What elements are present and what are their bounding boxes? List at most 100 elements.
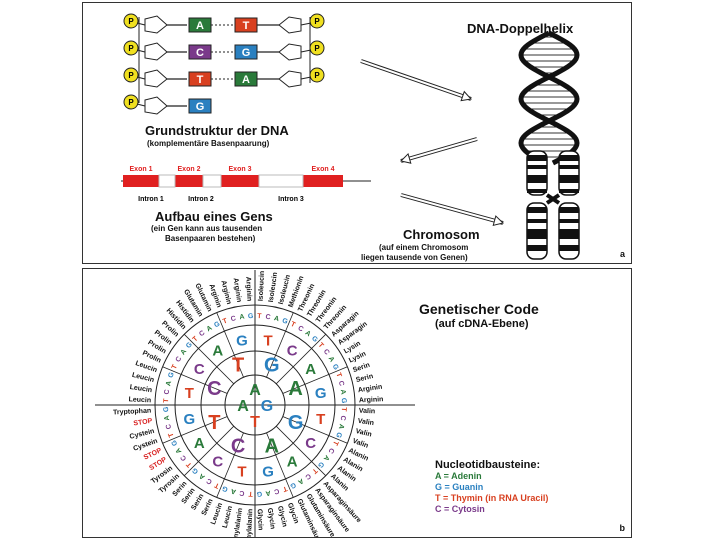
amino-acid-label: Arginin: [232, 278, 243, 303]
legend-item: G = Guanin: [435, 482, 548, 493]
intron-label: Intron 3: [278, 196, 304, 203]
chromosome-band: [527, 245, 547, 251]
wheel-base-letter: C: [231, 436, 245, 458]
exon-label: Exon 1: [130, 166, 153, 173]
amino-acid-label: Phenylalanin: [245, 509, 254, 537]
wheel-ring-letter: G: [262, 464, 274, 481]
wheel-codon-letter: A: [297, 477, 305, 486]
panel-letter-b: b: [620, 523, 626, 533]
chromosome-band: [527, 229, 547, 239]
wheel-codon-letter: C: [304, 472, 312, 481]
code-title: Genetischer Code: [419, 301, 539, 317]
base-left-letter: G: [196, 101, 205, 113]
gene-subtitle-2: Basenpaaren bestehen): [165, 234, 255, 244]
exon-block: [175, 175, 203, 187]
chromosome-band: [527, 175, 547, 183]
wheel-codon-letter: T: [213, 481, 221, 489]
wheel-codon-letter: G: [191, 466, 200, 475]
amino-acid-label: Leucin: [131, 372, 155, 384]
legend-title: Nucleotidbausteine:: [435, 459, 548, 471]
base-right-letter: A: [242, 74, 250, 86]
arrow-to-helix-inner: [361, 61, 471, 99]
wheel-codon-letter: T: [289, 321, 297, 329]
chromosome-band: [559, 245, 579, 251]
sugar-right-shape: [279, 17, 301, 33]
phosphate-bond: [137, 23, 145, 25]
wheel-ring-letter: T: [185, 385, 194, 402]
phosphate-bond: [137, 104, 145, 106]
amino-acid-label: Isoleucin: [268, 272, 279, 303]
gene-subtitle-1: (ein Gen kann aus tausenden: [151, 224, 262, 234]
wheel-ring-letter: C: [212, 454, 223, 471]
intron-block: [159, 175, 175, 187]
code-subtitle: (auf cDNA-Ebene): [435, 318, 529, 330]
wheel-codon-letter: T: [167, 431, 175, 438]
wheel-base-letter: G: [264, 354, 280, 376]
wheel-codon-letter: C: [239, 489, 245, 497]
wheel-codon-letter: T: [340, 407, 347, 412]
legend-items: A = AdeninG = GuaninT = Thymin (in RNA U…: [435, 471, 548, 515]
amino-acid-label: STOP: [133, 418, 153, 428]
exon-label: Exon 4: [312, 166, 335, 173]
codon-wheel: GAGACTCTAGATTCAGTCAGTCAGTCAGTCAGTCAGTCAG…: [83, 269, 631, 537]
wheel-codon-letter: C: [327, 447, 336, 455]
intron-label: Intron 1: [138, 196, 164, 203]
wheel-codon-letter: T: [331, 439, 339, 447]
base-right-letter: G: [242, 47, 251, 59]
wheel-codon-letter: G: [185, 341, 194, 350]
wheel-codon-letter: C: [164, 389, 172, 395]
wheel-codon-letter: G: [310, 335, 319, 344]
phosphate-label: P: [128, 71, 134, 80]
wheel-codon-letter: C: [175, 356, 184, 364]
chromosome-band: [559, 207, 579, 213]
wheel-center-letter: A: [249, 382, 261, 399]
panel-letter-a: a: [620, 249, 625, 259]
wheel-codon-letter: T: [281, 484, 288, 492]
grund-subtitle: (komplementäre Basenpaarung): [147, 139, 269, 149]
wheel-base-letter: T: [232, 354, 244, 376]
chromosome-band: [527, 165, 547, 169]
amino-acid-label: Serin: [352, 362, 371, 374]
grund-title: Grundstruktur der DNA: [145, 123, 289, 138]
wheel-codon-letter: A: [273, 315, 280, 323]
wheel-codon-letter: T: [248, 490, 253, 497]
wheel-codon-letter: C: [230, 315, 237, 323]
wheel-codon-letter: C: [265, 314, 271, 322]
wheel-codon-letter: T: [334, 372, 342, 379]
wheel-codon-letter: T: [171, 363, 179, 371]
wheel-ring-letter: C: [305, 435, 316, 452]
sugar-left-shape: [145, 70, 167, 87]
chromosome-band: [527, 219, 547, 223]
wheel-ring-letter: G: [236, 332, 248, 349]
exon-label: Exon 3: [229, 166, 252, 173]
chrom-subtitle-2: liegen tausende von Genen): [361, 253, 468, 263]
wheel-codon-letter: G: [340, 398, 347, 404]
exon-block: [123, 175, 159, 187]
wheel-codon-letter: G: [316, 460, 325, 469]
amino-acid-label: Arginin: [358, 384, 383, 395]
amino-acid-label: Valin: [359, 408, 376, 416]
wheel-codon-letter: C: [165, 423, 173, 430]
wheel-ring-letter: A: [305, 361, 316, 378]
helix-title: DNA-Doppelhelix: [467, 21, 573, 36]
intron-label: Intron 2: [188, 196, 214, 203]
chromosome-band: [559, 219, 579, 223]
amino-acid-label: Isoleucin: [258, 271, 266, 302]
chromosome-band: [559, 189, 579, 193]
wheel-codon-letter: A: [206, 325, 214, 334]
exon-block: [221, 175, 259, 187]
exon-block: [303, 175, 343, 187]
helix-strand-2: [521, 33, 577, 163]
wheel-base-letter: G: [288, 412, 304, 434]
amino-acid-label: Glycin: [266, 508, 276, 530]
base-right-letter: T: [243, 20, 250, 32]
wheel-codon-letter: C: [273, 487, 280, 495]
wheel-base-letter: T: [208, 412, 220, 434]
wheel-center-letter: T: [250, 414, 260, 431]
amino-acid-label: Phenylalanin: [231, 508, 244, 537]
phosphate-bond: [137, 77, 145, 79]
wheel-codon-letter: C: [322, 348, 331, 356]
sugar-right-shape: [279, 44, 301, 60]
wheel-ring-letter: C: [287, 342, 298, 359]
